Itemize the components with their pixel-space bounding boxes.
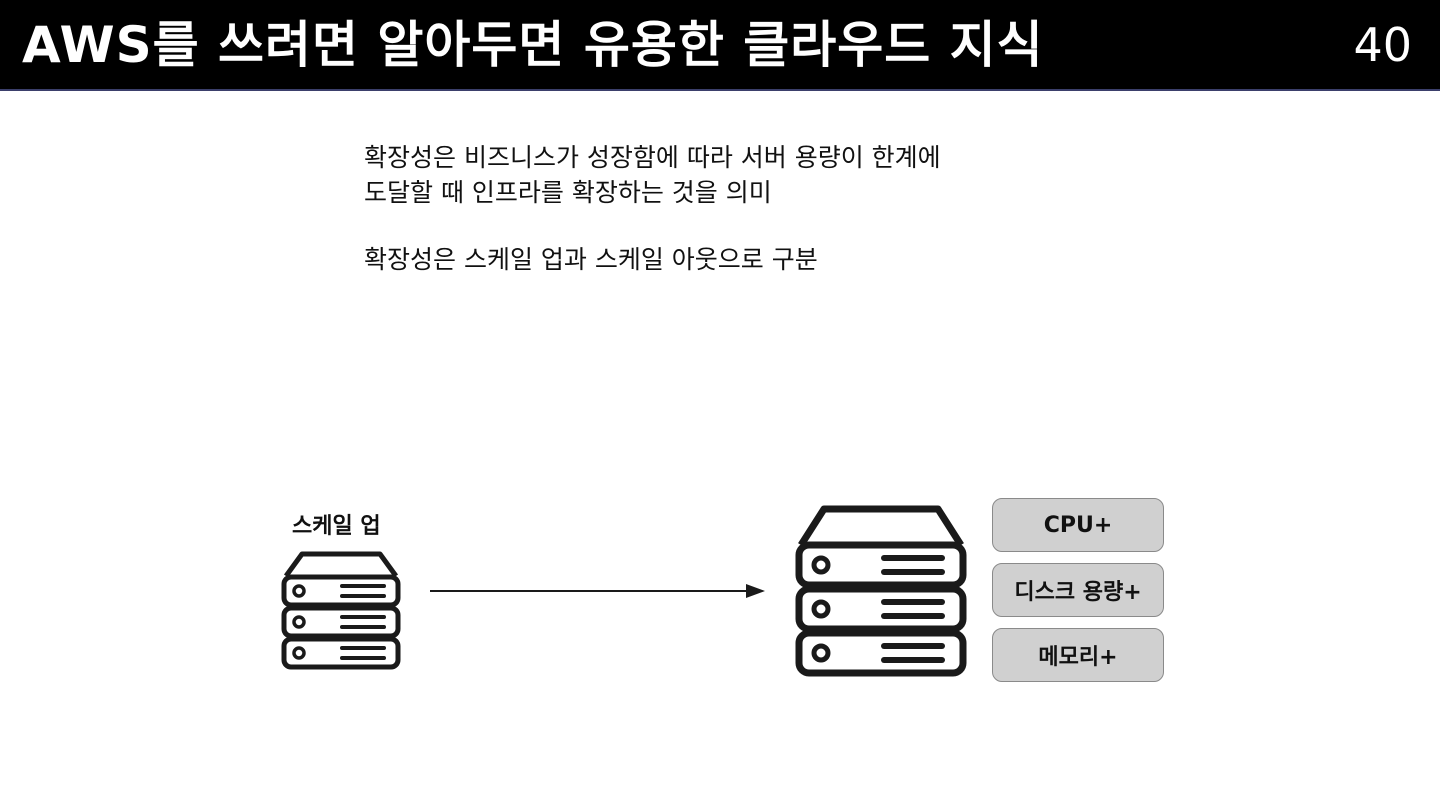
small-server-icon bbox=[281, 551, 401, 670]
page-number: 40 bbox=[1353, 18, 1412, 72]
paragraph-gap bbox=[364, 210, 1124, 242]
resource-memory-box: 메모리+ bbox=[992, 628, 1164, 682]
scale-up-label: 스케일 업 bbox=[292, 514, 381, 539]
body-line-3: 확장성은 스케일 업과 스케일 아웃으로 구분 bbox=[364, 245, 818, 274]
arrow-right-icon bbox=[430, 584, 765, 598]
slide-header: AWS를 쓰려면 알아두면 유용한 클라우드 지식 40 bbox=[0, 0, 1440, 91]
large-server-icon bbox=[795, 505, 967, 677]
slide-title: AWS를 쓰려면 알아두면 유용한 클라우드 지식 bbox=[22, 16, 1044, 74]
resource-disk-box: 디스크 용량+ bbox=[992, 563, 1164, 617]
body-line-1: 확장성은 비즈니스가 성장함에 따라 서버 용량이 한계에 bbox=[364, 143, 941, 172]
body-line-2: 도달할 때 인프라를 확장하는 것을 의미 bbox=[364, 178, 772, 207]
body-text: 확장성은 비즈니스가 성장함에 따라 서버 용량이 한계에 도달할 때 인프라를… bbox=[364, 140, 1124, 277]
resource-cpu-box: CPU+ bbox=[992, 498, 1164, 552]
